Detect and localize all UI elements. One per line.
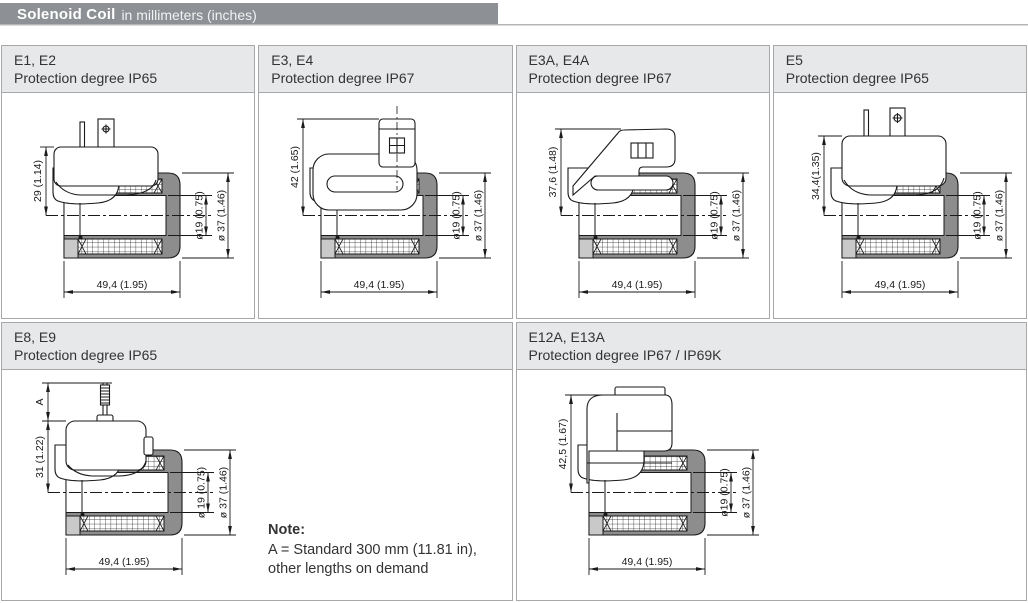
- dome-connector: [585, 386, 673, 484]
- page-subtitle: in millimeters (inches): [121, 6, 257, 23]
- models-label: E5: [785, 52, 803, 68]
- dim-inner-dia: ø19 (0.75): [708, 191, 720, 239]
- tile-e5-body: 34,4(1.35) 49,4 (1.95) ø19 (0.75) ø 37 (…: [773, 92, 1027, 318]
- height-dimension: 29 (1.14): [32, 146, 54, 216]
- din-connector: [53, 118, 159, 196]
- models-label: E1, E2: [14, 52, 57, 68]
- dim-inner-dia: ø 19 (0.75): [196, 467, 208, 518]
- dim-height: 31 (1.22): [34, 436, 46, 478]
- tile-e1-e2-body: 29 (1.14) 49,4 (1.95) ø19 (0.75) ø 37 (1…: [2, 92, 255, 318]
- dim-inner-dia: ø19 (0.75): [194, 191, 206, 239]
- dim-height: 42 (1.65): [289, 146, 301, 188]
- dim-width: 49,4 (1.95): [99, 556, 150, 568]
- dim-outer-dia: ø 37 (1.46): [993, 190, 1005, 241]
- tile-e5-header: E5 Protection degree IP65: [773, 46, 1026, 93]
- dim-outer-dia: ø 37 (1.46): [740, 467, 752, 518]
- low-profile-connector: [571, 128, 676, 197]
- dim-outer-dia: ø 37 (1.46): [730, 190, 742, 241]
- tile-e3a-e4a-header: E3A, E4A Protection degree IP67: [516, 46, 769, 93]
- dim-width: 49,4 (1.95): [97, 279, 148, 291]
- tile-e12a-e13a-body: 42,5 (1.67) 49,4 (1.95) ø19 (0.75) ø 37 …: [516, 369, 1026, 600]
- dim-width: 49,4 (1.95): [874, 279, 925, 291]
- spade-pin-connector: [841, 107, 947, 196]
- e8-e9-drawing: A 31 (1.22) 49,4 (1.95) ø 19 (0.75) ø 37…: [34, 382, 260, 587]
- protection-label: Protection degree IP65: [785, 70, 929, 87]
- protection-label: Protection degree IP67: [528, 70, 672, 87]
- coil-variant-grid: E1, E2 Protection degree IP65 29 (1.14): [1, 45, 1027, 601]
- tile-e12a-e13a: E12A, E13A Protection degree IP67 / IP69…: [515, 322, 1027, 601]
- flying-lead-connector: [65, 382, 154, 477]
- tile-e12a-e13a-header: E12A, E13A Protection degree IP67 / IP69…: [516, 323, 1026, 370]
- dim-height: 34,4(1.35): [810, 152, 822, 200]
- protection-label: Protection degree IP65: [14, 347, 158, 364]
- tile-e8-e9: E8, E9 Protection degree IP65 A: [1, 322, 513, 601]
- tile-e3-e4: E3, E4 Protection degree IP67 42: [258, 45, 513, 319]
- cable-length-dimension: A: [34, 382, 112, 421]
- dim-width: 49,4 (1.95): [354, 279, 405, 291]
- dim-inner-dia: ø19 (0.75): [451, 191, 463, 239]
- protection-label: Protection degree IP67: [271, 70, 415, 87]
- models-label: E12A, E13A: [528, 329, 605, 345]
- models-label: E8, E9: [14, 329, 57, 345]
- tile-e3a-e4a-body: 37,6 (1.48) 49,4 (1.95) ø19 (0.75) ø 37 …: [516, 92, 770, 318]
- height-dimension: 42,5 (1.67): [557, 394, 615, 493]
- height-dimension: 31 (1.22): [34, 420, 66, 493]
- page-title: Solenoid Coil: [17, 6, 116, 23]
- tile-e3-e4-header: E3, E4 Protection degree IP67: [259, 46, 512, 93]
- dim-outer-dia: ø 37 (1.46): [473, 190, 485, 241]
- e3-e4-drawing: 42 (1.65) 49,4 (1.95) ø19 (0.75) ø 37 (1…: [289, 105, 512, 310]
- dim-width: 49,4 (1.95): [611, 279, 662, 291]
- height-dimension: 34,4(1.35): [810, 135, 842, 216]
- dim-inner-dia: ø19 (0.75): [971, 191, 983, 239]
- dim-width: 49,4 (1.95): [621, 556, 672, 568]
- note-block: Note: A = Standard 300 mm (11.81 in), ot…: [268, 521, 477, 580]
- height-dimension: 37,6 (1.48): [547, 128, 621, 216]
- dim-cable: A: [34, 398, 46, 405]
- dim-outer-dia: ø 37 (1.46): [218, 467, 230, 518]
- e3a-e4a-drawing: 37,6 (1.48) 49,4 (1.95) ø19 (0.75) ø 37 …: [547, 128, 770, 310]
- protection-label: Protection degree IP67 / IP69K: [528, 347, 722, 364]
- tile-e3-e4-body: 42 (1.65) 49,4 (1.95) ø19 (0.75) ø 37 (1…: [259, 92, 512, 318]
- tile-e8-e9-header: E8, E9 Protection degree IP65: [2, 323, 512, 370]
- header-rule: [0, 24, 1028, 26]
- note-line-1: A = Standard 300 mm (11.81 in),: [268, 541, 477, 558]
- e5-drawing: 34,4(1.35) 49,4 (1.95) ø19 (0.75) ø 37 (…: [810, 107, 1027, 310]
- dim-outer-dia: ø 37 (1.46): [216, 190, 228, 241]
- e12a-e13a-drawing: 42,5 (1.67) 49,4 (1.95) ø19 (0.75) ø 37 …: [557, 386, 783, 587]
- note-label: Note:: [268, 522, 306, 539]
- dim-height: 42,5 (1.67): [557, 419, 569, 470]
- dim-height: 29 (1.14): [32, 160, 44, 202]
- models-label: E3A, E4A: [528, 52, 590, 68]
- dim-height: 37,6 (1.48): [547, 147, 559, 198]
- height-dimension: 42 (1.65): [289, 118, 380, 216]
- tile-e3a-e4a: E3A, E4A Protection degree IP67 37,6 (1.…: [515, 45, 770, 319]
- page-header-bar: Solenoid Coil in millimeters (inches): [0, 3, 498, 26]
- note-line-2: other lengths on demand: [268, 561, 429, 578]
- tile-e5: E5 Protection degree IP65 34,4(1.35): [772, 45, 1027, 319]
- tile-e1-e2: E1, E2 Protection degree IP65 29 (1.14): [1, 45, 256, 319]
- models-label: E3, E4: [271, 52, 314, 68]
- protection-label: Protection degree IP65: [14, 70, 158, 87]
- tile-e8-e9-body: A 31 (1.22) 49,4 (1.95) ø 19 (0.75) ø 37…: [2, 369, 512, 600]
- dim-inner-dia: ø19 (0.75): [718, 468, 730, 516]
- e1-e2-drawing: 29 (1.14) 49,4 (1.95) ø19 (0.75) ø 37 (1…: [32, 118, 255, 310]
- angled-cable-connector: [312, 105, 418, 211]
- tile-e1-e2-header: E1, E2 Protection degree IP65: [2, 46, 255, 93]
